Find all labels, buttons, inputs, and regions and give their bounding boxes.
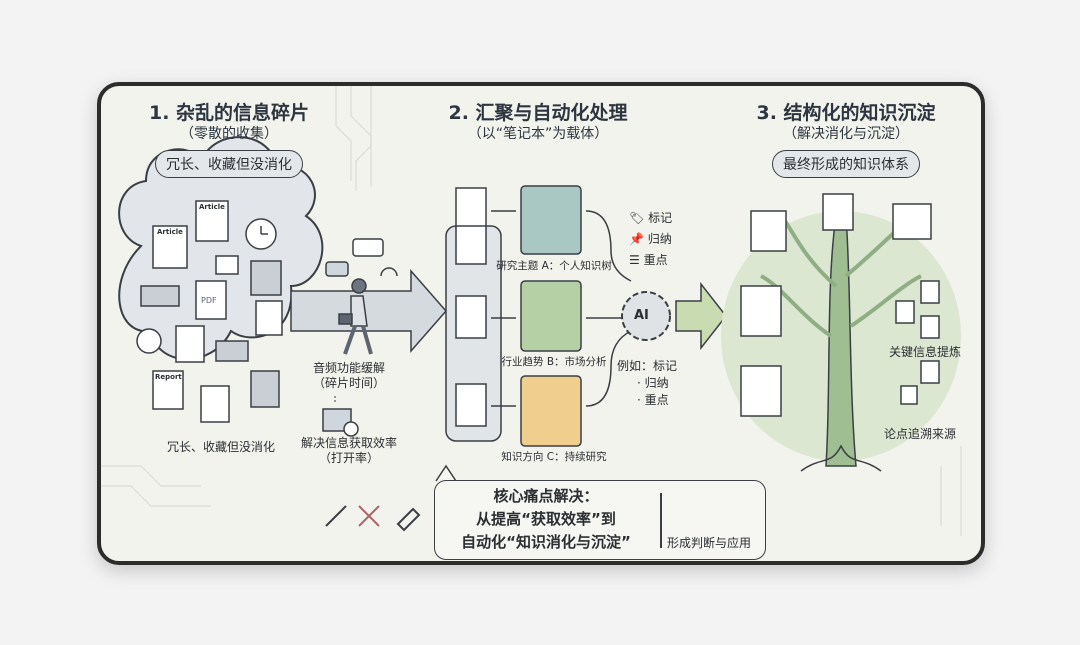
notebook-icon <box>740 285 782 337</box>
notebook-c-icon <box>520 375 582 447</box>
notebook-a-label: 研究主题 A：个人知识树 <box>496 260 612 272</box>
key-info-label: 关键信息提炼 <box>889 345 962 359</box>
section1-caption: 冗长、收藏但没消化 <box>166 440 276 454</box>
chat-icon <box>215 255 239 275</box>
flow-arrow-green <box>675 281 727 351</box>
linked-doc-icon <box>895 300 915 324</box>
speech-bubble-icon <box>352 238 384 257</box>
article-doc-icon <box>152 225 188 269</box>
doc-label: Article <box>157 228 183 236</box>
section2-title: 2. 汇聚与自动化处理 <box>448 102 628 124</box>
summary-line2: 从提高“获取效率”到 <box>476 510 616 528</box>
illustration-layer <box>101 86 962 536</box>
section3-pill: 最终形成的知识体系 <box>772 150 920 178</box>
example-list: 例如：标记 · 归纳 · 重点 <box>617 358 677 409</box>
section1-subtitle: （零散的收集） <box>180 126 278 142</box>
summary-line3: 自动化“知识消化与沉淀” <box>461 533 631 551</box>
tag-label: 标记 <box>648 211 673 225</box>
article-doc-icon <box>195 200 229 242</box>
list-item: ☰ 重点 <box>629 253 668 267</box>
arrow-connector <box>491 210 516 407</box>
section1-title: 1. 杂乱的信息碎片 <box>148 102 310 124</box>
notebook-b-label: 行业趋势 B：市场分析 <box>501 356 607 368</box>
notebook-c-label: 知识方向 C：持续研究 <box>501 451 607 463</box>
pdf-doc-icon <box>255 300 283 336</box>
notebook-b-icon <box>520 280 582 352</box>
tag-list: 🏷 标记 📌 归纳 ☰ 重点 <box>629 208 672 271</box>
book-icon <box>250 260 282 296</box>
article-doc-icon <box>455 295 487 339</box>
trend-doc-icon <box>822 193 854 231</box>
browser-check-icon <box>322 408 352 432</box>
doc-icon <box>175 325 205 363</box>
report-doc-icon <box>152 370 184 410</box>
walking-person-icon <box>338 278 373 355</box>
stack-icon <box>215 340 249 362</box>
notebook-a-icon <box>520 185 582 255</box>
pin-item: 📌 归纳 <box>629 232 672 246</box>
tag-item: 🏷 标记 <box>629 211 673 225</box>
audio-result: 解决信息获取效率 （打开率） <box>301 436 397 466</box>
book-icon <box>250 370 280 408</box>
summary-side-label: 形成判断与应用 <box>667 536 752 550</box>
example-item: · 归纳 <box>637 376 669 390</box>
audio-caption: 音频功能缓解 （碎片时间） <box>313 361 385 391</box>
summary-line1: 核心痛点解决： <box>493 487 599 505</box>
doc-label: Article <box>199 203 225 211</box>
audio-result-line1: 解决信息获取效率 <box>300 436 398 450</box>
example-label: 例如：标记 <box>617 359 678 373</box>
example-item: · 重点 <box>637 393 669 407</box>
article-doc-icon <box>455 187 487 229</box>
alarm-clock-icon <box>136 328 162 354</box>
linked-doc-icon <box>920 360 940 384</box>
stack-icon <box>140 285 180 307</box>
arrow-connector <box>585 210 632 407</box>
notebook-icon <box>740 365 782 417</box>
linked-doc-icon <box>900 385 918 405</box>
divider <box>660 493 662 548</box>
summary-text: 核心痛点解决： 从提高“获取效率”到 自动化“知识消化与沉淀” <box>435 485 657 554</box>
infographic-frame: 1. 杂乱的信息碎片 （零散的收集） 冗长、收藏但没消化 冗长、收藏但没消化 A… <box>97 82 985 565</box>
pdf-doc-icon <box>195 280 227 320</box>
audio-caption-line1: 音频功能缓解 <box>312 361 386 375</box>
doc-label: Report <box>155 373 182 381</box>
summary-callout: 核心痛点解决： 从提高“获取效率”到 自动化“知识消化与沉淀” 形成判断与应用 <box>434 480 766 560</box>
tag-label: 归纳 <box>647 232 672 246</box>
headphones-icon <box>380 267 398 277</box>
pie-chart-doc-icon <box>750 210 787 252</box>
pdf-doc-icon <box>455 225 487 265</box>
doc-icon <box>455 383 487 427</box>
linked-doc-icon <box>920 315 940 339</box>
section1-pill: 冗长、收藏但没消化 <box>155 150 303 178</box>
section3-subtitle: （解决消化与沉淀） <box>783 126 909 142</box>
trace-source-label: 论点追溯来源 <box>884 427 957 441</box>
section3-title: 3. 结构化的知识沉淀 <box>756 102 936 124</box>
ai-gear-icon <box>621 291 671 341</box>
circuit-decoration <box>101 86 962 536</box>
tree-icon <box>760 214 922 472</box>
pdf-doc-icon <box>200 385 230 423</box>
pen-icons <box>325 505 421 532</box>
audio-caption-line2: （碎片时间） <box>312 376 386 390</box>
speech-bubble-icon <box>325 261 349 277</box>
audio-result-line2: （打开率） <box>318 451 380 465</box>
bar-chart-doc-icon <box>892 203 932 240</box>
flow-arrow-gray <box>290 269 447 353</box>
tag-label: 重点 <box>643 253 668 267</box>
pdf-label: PDF <box>201 296 217 305</box>
linked-doc-icon <box>920 280 940 304</box>
ai-label: AI <box>634 308 649 323</box>
section2-subtitle: （以“笔记本”为载体） <box>467 126 609 142</box>
